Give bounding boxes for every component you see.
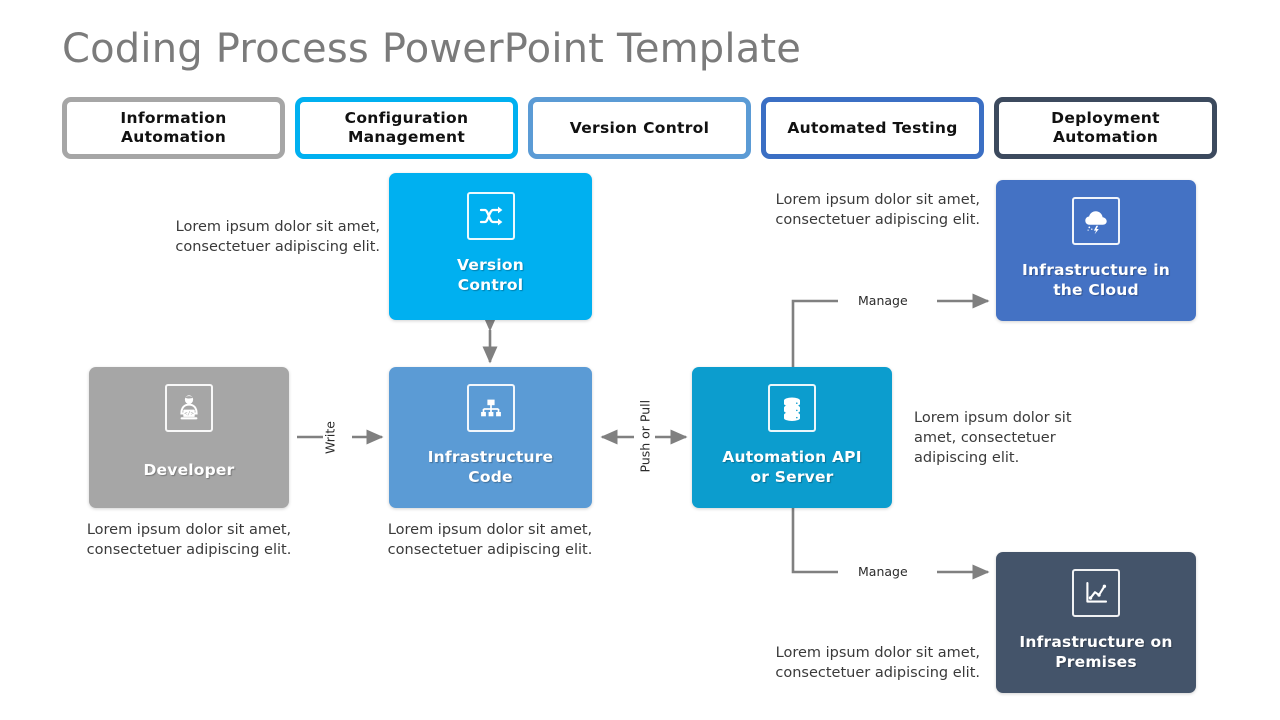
cloud-lightning-icon xyxy=(1072,197,1120,245)
database-stack-icon xyxy=(768,384,816,432)
tab-information-automation[interactable]: Information Automation xyxy=(62,97,285,159)
caption-infrastructure-code: Lorem ipsum dolor sit amet, consectetuer… xyxy=(387,522,593,558)
connector-label-manage-top: Manage xyxy=(858,293,908,308)
page-title: Coding Process PowerPoint Template xyxy=(62,26,802,72)
connector-label-manage-bottom: Manage xyxy=(858,564,908,579)
tab-label: Configuration Management xyxy=(344,109,469,146)
tab-deployment-automation[interactable]: Deployment Automation xyxy=(994,97,1217,159)
svg-text:</>: </> xyxy=(184,411,194,417)
shuffle-arrows-icon xyxy=(466,192,515,240)
tab-label: Information Automation xyxy=(120,109,227,146)
tab-label: Version Control xyxy=(569,118,710,137)
tab-bar: Information Automation Configuration Man… xyxy=(62,97,1217,159)
tab-label: Automated Testing xyxy=(787,118,958,137)
developer-laptop-icon: </> xyxy=(165,384,213,432)
connector-api-to-cloud-elbow xyxy=(791,299,838,370)
caption-developer: Lorem ipsum dolor sit amet, consectetuer… xyxy=(86,522,292,558)
tab-automated-testing[interactable]: Automated Testing xyxy=(761,97,984,159)
tab-label: Deployment Automation xyxy=(1051,109,1160,146)
connector-label-push-or-pull: Push or Pull xyxy=(637,399,653,473)
connector-label-write: Write xyxy=(322,421,338,455)
caption-premises: Lorem ipsum dolor sit amet, consectetuer… xyxy=(775,645,980,681)
connector-api-to-premises-elbow xyxy=(791,506,838,574)
caption-automation-api: Lorem ipsum dolor sit amet, consectetuer… xyxy=(914,410,1072,466)
hierarchy-icon xyxy=(466,384,515,432)
tab-version-control[interactable]: Version Control xyxy=(528,97,751,159)
caption-version-control: Lorem ipsum dolor sit amet, consectetuer… xyxy=(175,219,380,255)
node-label: Developer xyxy=(143,461,235,479)
line-chart-icon xyxy=(1072,569,1120,617)
caption-cloud: Lorem ipsum dolor sit amet, consectetuer… xyxy=(775,192,980,228)
node-developer[interactable]: </> Developer xyxy=(89,367,289,508)
tab-configuration-management[interactable]: Configuration Management xyxy=(295,97,518,159)
